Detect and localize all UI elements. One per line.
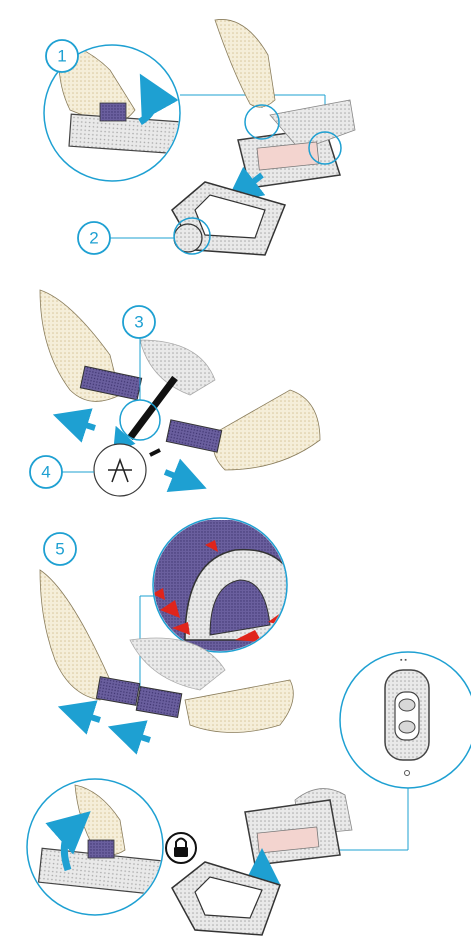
arrow-icon [125, 732, 150, 740]
arrow-icon [165, 472, 190, 482]
step-number-1: 1 [57, 47, 66, 66]
step-number-3: 3 [134, 313, 143, 332]
svg-text:▪ ▪: ▪ ▪ [400, 657, 407, 664]
hand-icon [215, 19, 275, 107]
arrow-icon [75, 712, 100, 720]
step-5-group: 5 [40, 518, 300, 740]
brush-bar-icon [96, 677, 139, 706]
arrow-icon [70, 420, 95, 428]
brush-bar-icon [166, 420, 221, 452]
step-1-group: 1 2 [44, 19, 355, 255]
step-3-group: 3 4 [30, 290, 320, 496]
step-number-4: 4 [41, 463, 50, 482]
detail-circle-small-a [245, 105, 279, 139]
step-number-2: 2 [89, 229, 98, 248]
hand-icon [214, 390, 320, 470]
step-number-5: 5 [55, 540, 64, 559]
brush-bar-icon [136, 687, 182, 718]
